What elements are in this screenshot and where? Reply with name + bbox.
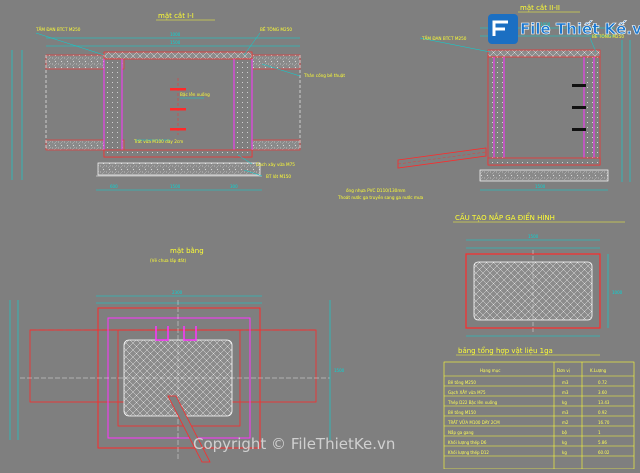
table-row-1-qty: 0.72: [598, 380, 607, 385]
label-plaster: Trát vữa M100 dày 2cm: [133, 139, 183, 144]
label-base: BT lót M150: [266, 174, 291, 179]
quantity-table: bảng tổng hợp vật liệu 1ga Hạng mục Đơn …: [443, 346, 635, 470]
table-row-1-unit: m3: [562, 380, 569, 385]
section-1-title: mặt cắt I-I: [158, 11, 194, 20]
cover-title: CẤU TẠO NẮP GA ĐIỂN HÌNH: [455, 212, 555, 222]
dim-2-top: 1000: [540, 22, 551, 27]
watermark-copyright: Copyright © FileThietKe.vn: [193, 435, 395, 453]
cover-dim-width: 1500: [528, 234, 539, 239]
table-row-3-qty: 13.43: [598, 400, 610, 405]
table-row-3-item: Thép D22 Bậc lên xuống: [447, 400, 498, 405]
plan-view: mặt bằng (Vẽ chưa lấp đất) 2300 1500: [9, 246, 345, 463]
dim-top-2: 1500: [170, 40, 181, 45]
table-row-2-qty: 3.60: [598, 390, 607, 395]
table-row-6-item: Nắp ga gang: [448, 430, 474, 435]
table-row-2-unit: m3: [562, 390, 569, 395]
table-row-6-unit: bộ: [562, 430, 568, 435]
table-row-5-item: TRÁT VỮA M100 DÀY 2CM: [447, 420, 500, 425]
table-row-1-item: Bê tông M250: [448, 380, 476, 385]
section-2-2: mặt cắt II-II 1000 TẤM ĐAN BTCT M250 BÊ …: [337, 3, 631, 200]
step-rungs: [170, 78, 186, 135]
plan-title: mặt bằng: [170, 246, 204, 255]
table-row-2-item: Gạch XÂY vữa M75: [448, 390, 486, 395]
label-pvc-note: Thoát nước ga truyền sang ga nước mưa: [337, 195, 424, 200]
section-1-1: mặt cắt I-I 1000 1500: [11, 11, 345, 191]
table-row-3-unit: kg: [562, 400, 567, 405]
table-row-8-qty: 60.02: [598, 450, 610, 455]
label-steps: Bậc lên xuống: [180, 92, 210, 97]
dim-2-bottom: 1500: [535, 184, 546, 189]
table-title: bảng tổng hợp vật liệu 1ga: [458, 346, 553, 355]
dim-bottom-1: 600: [110, 184, 118, 189]
table-header-qty: K.Lượng: [590, 368, 607, 373]
label-pipe: Thân cống bê thuật: [303, 73, 345, 78]
table-row-7-qty: 5.86: [598, 440, 607, 445]
table-row-8-item: Khối lượng thép D12: [448, 450, 489, 455]
table-row-5-qty: 16.70: [598, 420, 610, 425]
section-2-title: mặt cắt II-II: [520, 3, 560, 12]
watermark-top: File Thiết Kế.vn: [520, 19, 640, 38]
label-concrete-top-2: BÊ TÔNG M250: [592, 34, 624, 39]
table-row-7-unit: kg: [562, 440, 567, 445]
dim-bottom-3: 300: [230, 184, 238, 189]
label-cover-slab-2: TẤM ĐAN BTCT M250: [421, 36, 467, 41]
cover-dim-height: 1000: [612, 290, 623, 295]
table-header-item: Hạng mục: [480, 368, 500, 373]
table-row-8-unit: kg: [562, 450, 567, 455]
dim-top-1: 1000: [170, 32, 181, 37]
plan-dim-side: 1500: [334, 368, 345, 373]
table-row-4-item: Bê tông M150: [448, 410, 476, 415]
table-header-unit: Đơn vị: [557, 368, 570, 373]
table-row-7-item: Khối lượng thép D6: [448, 440, 487, 445]
plan-subtitle: (Vẽ chưa lấp đất): [150, 258, 186, 263]
table-row-4-qty: 0.92: [598, 410, 607, 415]
dim-bottom-2: 1500: [170, 184, 181, 189]
watermark-bottom: Copyright © FileThietKe.vn: [193, 435, 395, 453]
cover-detail: CẤU TẠO NẮP GA ĐIỂN HÌNH 1500 1000: [453, 212, 625, 337]
label-cover-slab-1: TẤM ĐAN BTCT M250: [35, 27, 81, 32]
watermark-logo: File Thiết Kế.vn: [488, 14, 640, 44]
table-row-6-qty: 1: [598, 430, 601, 435]
label-concrete-top-1: BÊ TÔNG M250: [260, 27, 292, 32]
label-pvc: ống nhựa PVC D110/130mm: [346, 188, 406, 193]
table-row-4-unit: m3: [562, 410, 569, 415]
table-row-5-unit: m2: [562, 420, 569, 425]
label-brick: Gạch xây vữa M75: [256, 162, 295, 167]
plan-dim-top: 2300: [172, 290, 183, 295]
